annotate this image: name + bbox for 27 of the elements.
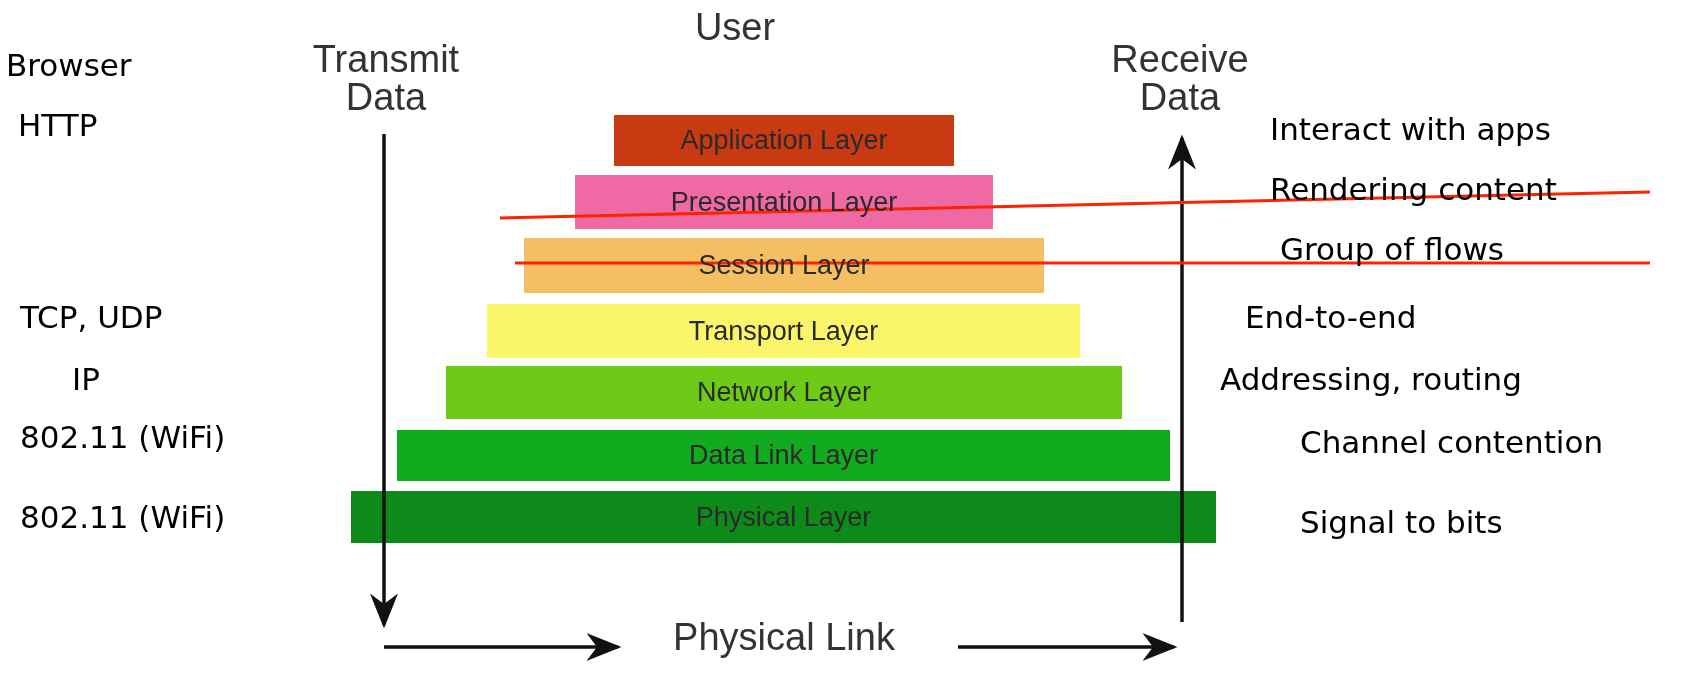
layer-bar [446, 366, 1122, 419]
annotation-text: HTTP [18, 108, 98, 143]
annotation-text: IP [72, 362, 100, 397]
annotation-text: Channel contention [1300, 425, 1604, 460]
annotation-text: 802.11 (WiFi) [20, 500, 226, 535]
layer-name: Application Layer [680, 125, 888, 156]
layer-name: Data Link Layer [688, 440, 879, 471]
layer-bar [614, 115, 954, 166]
diagram-label: Physical Link [672, 618, 896, 656]
diagram-label: Transmit Data [311, 40, 461, 116]
diagram-label: Receive Data [1110, 40, 1250, 116]
layer-bar [487, 304, 1080, 358]
layer-bar [575, 175, 993, 229]
layer-bar [351, 491, 1216, 543]
annotation-text: Interact with apps [1270, 112, 1551, 147]
annotation-text: 802.11 (WiFi) [20, 420, 226, 455]
layer-name: Transport Layer [688, 315, 879, 347]
annotation-text: Group of flows [1280, 232, 1504, 267]
annotation-text: Browser [6, 48, 132, 83]
annotation-text: Signal to bits [1300, 505, 1503, 540]
annotation-text: Addressing, routing [1220, 362, 1522, 397]
layer-name: Network Layer [696, 377, 872, 408]
diagram-label: User [693, 8, 777, 46]
layer-name: Physical Layer [695, 501, 872, 533]
layer-bar [397, 430, 1170, 481]
annotation-text: End-to-end [1245, 300, 1417, 335]
annotation-text: TCP, UDP [20, 300, 163, 335]
